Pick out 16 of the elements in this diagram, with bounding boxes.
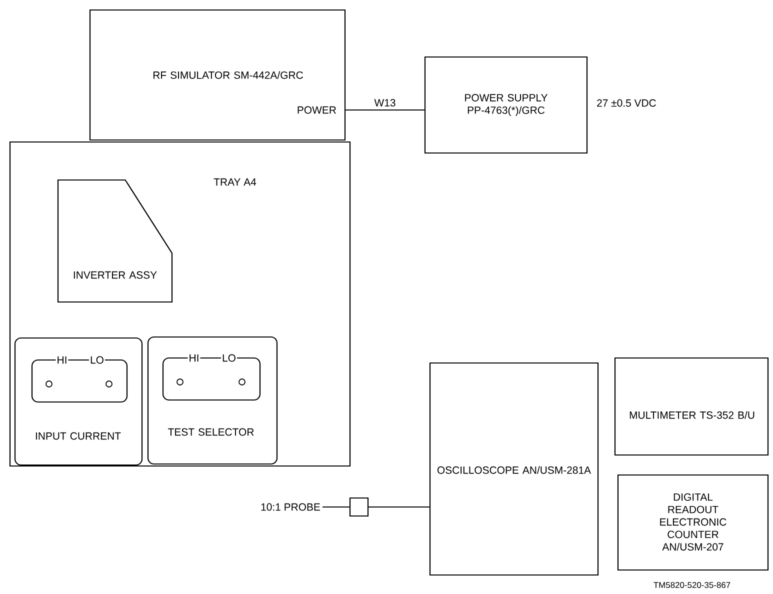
node-label: 27 ±0.5 VDC xyxy=(597,99,656,107)
cable-line xyxy=(322,506,350,508)
cable-line xyxy=(346,109,424,111)
power-supply-box: POWER SUPPLY PP-4763(*)/GRC 27 ±0.5 VDC xyxy=(424,56,656,154)
multimeter-box: MULTIMETER TS-352 B/U xyxy=(614,357,769,456)
oscilloscope-box: OSCILLOSCOPE AN/USM-281A xyxy=(429,362,599,576)
probe-connector xyxy=(349,497,369,517)
rf-simulator-box: RF SIMULATOR SM-442A/GRC POWER xyxy=(89,9,346,141)
cable-line xyxy=(368,506,430,508)
edge-label: W13 xyxy=(374,99,396,106)
inverter-assembly: INVERTER ASSY xyxy=(57,179,173,303)
counter-box: DIGITAL READOUT ELECTRONIC COUNTER AN/USM-207 xyxy=(617,474,769,571)
terminal-panel: HI LO xyxy=(31,355,128,403)
figure-number: TM5820-520-35-867 xyxy=(654,582,730,588)
probe-label: 10:1 PROBE xyxy=(261,503,320,511)
terminal-panel: HI LO xyxy=(162,353,261,401)
